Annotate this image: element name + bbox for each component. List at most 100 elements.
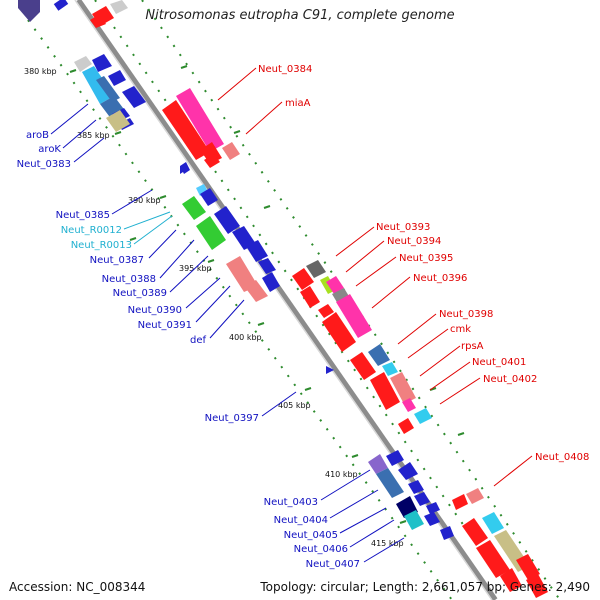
right-leaders (217, 67, 533, 487)
leader-line (320, 469, 371, 501)
map-title: Nitrosomonas eutropha C91, complete geno… (145, 8, 455, 23)
leader-line (133, 215, 173, 245)
leader-line (407, 328, 449, 359)
left-leaders (50, 103, 405, 563)
feature-gene (200, 188, 218, 206)
feature-gene (382, 362, 398, 376)
gene-label-aroK: aroK (38, 144, 61, 155)
gene-label-neut-0391: Neut_0391 (138, 320, 192, 331)
gene-label-neut-0407: Neut_0407 (306, 559, 360, 570)
feature-gene (398, 418, 414, 434)
gene-label-neut-0398: Neut_0398 (439, 309, 493, 320)
right-features-middle (292, 260, 432, 434)
feature-gene (370, 372, 400, 410)
gene-label-neut-0387: Neut_0387 (90, 255, 144, 266)
gene-label-neut-0404: Neut_0404 (274, 515, 328, 526)
gene-label-neut-0395: Neut_0395 (399, 253, 453, 264)
feature-gene (398, 462, 418, 480)
tick-label: 390 kbp (128, 196, 161, 205)
feature-gene (414, 492, 430, 506)
leader-line (195, 285, 231, 323)
gene-label-neut-0405: Neut_0405 (284, 530, 338, 541)
tick-label: 400 kbp (229, 333, 262, 342)
feature-gene (246, 240, 268, 262)
leader-line (329, 489, 379, 519)
tick-label: 380 kbp (24, 67, 57, 76)
tick-mark (159, 195, 167, 199)
left-label-group: aroB aroK Neut_0383 Neut_0385 Neut_R0012… (17, 130, 360, 570)
feature-gene (300, 286, 320, 308)
gene-label-neut-r0013: Neut_R0013 (71, 240, 132, 251)
leader-line (50, 103, 89, 135)
feature-gene (500, 568, 522, 592)
tick-label: 405 kbp (278, 401, 311, 410)
leader-line (371, 276, 411, 309)
feature-gene (390, 372, 416, 404)
feature-marker (326, 366, 334, 374)
leader-line (123, 211, 171, 230)
feature-gene (376, 468, 404, 498)
feature-gene (204, 154, 220, 168)
gene-label-rpsA: rpsA (461, 341, 484, 352)
leader-line (169, 255, 209, 293)
tick-mark (351, 454, 359, 458)
feature-gene (306, 260, 326, 278)
feature-gene (90, 14, 106, 28)
gene-label-neut-0390: Neut_0390 (128, 305, 182, 316)
feature-gene (258, 258, 276, 274)
leader-line (62, 119, 97, 149)
tick-mark (457, 432, 465, 436)
feature-gene (92, 54, 112, 72)
gene-label-cmk: cmk (450, 324, 471, 335)
guide-tracks (27, 0, 561, 600)
feature-gene (368, 344, 390, 366)
tick-mark (263, 205, 271, 209)
top-features (18, 0, 128, 28)
guide-track-inner-right (141, 0, 561, 600)
feature-gene (222, 142, 240, 160)
leader-line (349, 519, 395, 548)
tick-label: 410 kbp (325, 470, 358, 479)
leader-line (335, 226, 375, 257)
feature-gene (326, 276, 344, 294)
tick-mark (180, 65, 188, 69)
leader-line (363, 537, 405, 563)
lower-features (368, 450, 548, 598)
gene-label-neut-0393: Neut_0393 (376, 222, 430, 233)
feature-gene (440, 526, 454, 540)
feature-gene (110, 0, 128, 14)
feature-gene (182, 196, 206, 220)
leader-line (209, 299, 245, 339)
tick-label: 415 kbp (371, 539, 404, 548)
feature-gene (386, 450, 404, 466)
gene-label-neut-0383: Neut_0383 (17, 159, 71, 170)
feature-gene (53, 0, 69, 11)
rna-leaders (123, 211, 173, 245)
feature-gene (108, 70, 126, 86)
tick-label: 385 kbp (77, 131, 110, 140)
left-features-middle (182, 184, 280, 302)
feature-gene (424, 512, 440, 526)
leader-line (217, 67, 257, 101)
feature-gene (526, 574, 548, 598)
feature-gene (414, 408, 432, 424)
feature-gene (350, 352, 376, 380)
feature-gene (404, 510, 424, 530)
guide-track-inner-left (94, 0, 489, 561)
gene-label-def: def (190, 335, 207, 346)
leader-line (73, 137, 105, 163)
feature-gene (336, 294, 372, 338)
gene-label-neut-0403: Neut_0403 (264, 497, 318, 508)
right-label-group: Neut_0384 miaA Neut_0393 Neut_0394 Neut_… (258, 64, 589, 463)
tick-mark (304, 387, 312, 391)
leader-line (339, 507, 387, 534)
feature-gene (96, 76, 120, 102)
leader-line (419, 345, 461, 377)
gene-label-neut-0385: Neut_0385 (56, 210, 110, 221)
genome-summary: Topology: circular; Length: 2,661,057 bp… (260, 580, 590, 594)
feature-gene (176, 88, 224, 152)
feature-gene (214, 206, 240, 234)
leader-line (429, 361, 471, 391)
feature-gene (18, 0, 40, 22)
leader-line (439, 377, 481, 405)
